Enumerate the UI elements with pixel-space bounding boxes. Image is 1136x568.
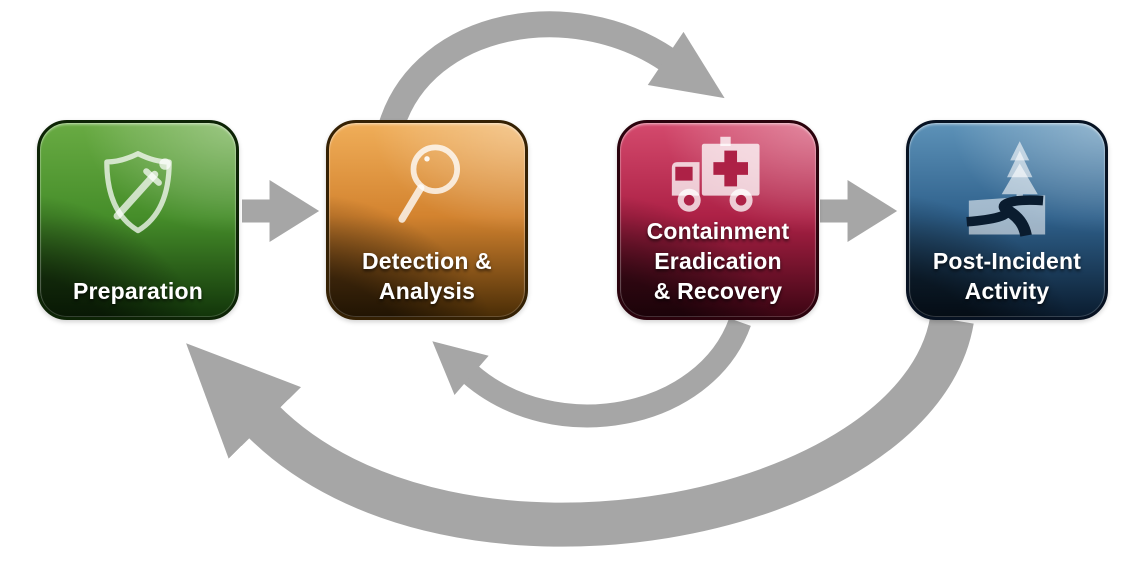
tile-containment-eradication-recovery: Containment Eradication & Recovery xyxy=(617,120,819,320)
arrow-containment-back-to-detection-arc xyxy=(432,317,751,428)
label-line: Post-Incident xyxy=(932,248,1082,274)
tile-preparation: Preparation xyxy=(37,120,239,320)
tile-label-post-incident-activity: Post-Incident Activity xyxy=(909,246,1105,306)
label-line: Eradication xyxy=(654,248,782,274)
tree-path-icon xyxy=(954,137,1060,243)
shield-sword-icon xyxy=(86,137,190,241)
label-line: Preparation xyxy=(72,278,203,304)
tile-post-incident-activity: Post-Incident Activity xyxy=(906,120,1108,320)
label-line: Containment xyxy=(646,218,790,244)
tile-label-preparation: Preparation xyxy=(40,276,236,306)
arrow-postincident-back-to-preparation-arc xyxy=(185,315,974,547)
tile-label-detection-analysis: Detection & Analysis xyxy=(329,246,525,306)
label-line: Detection & xyxy=(362,248,492,274)
label-line: & Recovery xyxy=(653,278,783,304)
arrow-detection-to-containment-top-arc xyxy=(379,11,725,129)
label-line: Analysis xyxy=(378,278,476,304)
magnifier-icon xyxy=(375,137,479,241)
label-line: Activity xyxy=(964,278,1050,304)
tile-detection-analysis: Detection & Analysis xyxy=(326,120,528,320)
ambulance-icon xyxy=(660,131,776,221)
tile-label-containment-eradication-recovery: Containment Eradication & Recovery xyxy=(620,216,816,306)
